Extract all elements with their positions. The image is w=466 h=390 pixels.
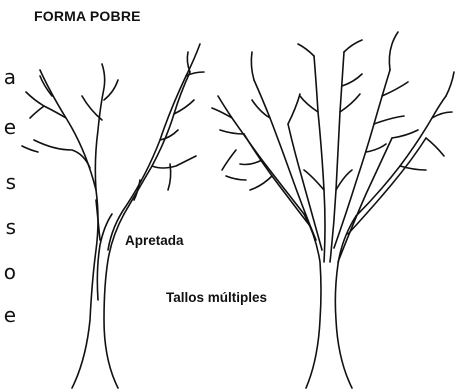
side-letter: e bbox=[3, 115, 16, 139]
diagram-title: FORMA POBRE bbox=[34, 8, 141, 24]
side-letter: a bbox=[3, 65, 16, 89]
narrow-crotch-tree bbox=[21, 43, 205, 389]
side-letter: s bbox=[5, 215, 16, 239]
multiple-stems-label: Tallos múltiples bbox=[165, 290, 269, 305]
side-letter: e bbox=[3, 303, 16, 327]
side-letter: s bbox=[5, 170, 16, 194]
multiple-stems-tree bbox=[211, 31, 455, 389]
side-letter: o bbox=[3, 260, 16, 284]
narrow-crotch-label: Apretada bbox=[124, 233, 185, 248]
